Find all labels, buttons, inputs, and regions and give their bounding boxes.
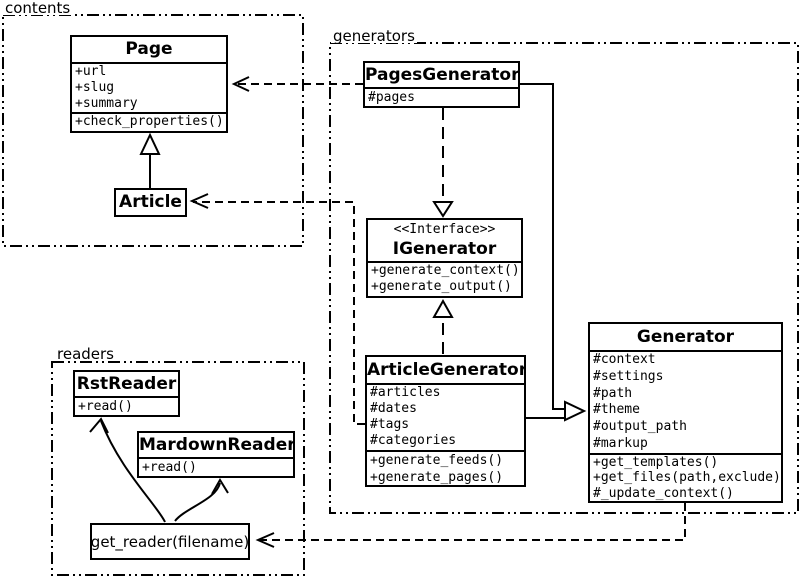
method-row: +read() bbox=[142, 460, 197, 475]
dependency-line-articlegenerator-article bbox=[193, 201, 365, 425]
methods-compartment: +generate_context() +generate_output() bbox=[368, 261, 521, 295]
methods-compartment: +generate_feeds() +generate_pages() bbox=[367, 450, 524, 485]
class-box-generator: Generator #context #settings #path #them… bbox=[588, 322, 783, 503]
methods-compartment: +read() bbox=[139, 457, 293, 476]
method-row: +generate_pages() bbox=[370, 470, 504, 485]
attribute-row: #path bbox=[593, 385, 633, 401]
method-row: +check_properties() bbox=[75, 114, 224, 129]
class-name-markdownreader: MardownReader bbox=[139, 435, 293, 455]
attribute-row: #articles bbox=[370, 385, 441, 400]
package-label-contents: contents bbox=[3, 0, 73, 17]
package-border-contents bbox=[2, 14, 304, 247]
class-name-rstreader: RstReader bbox=[76, 374, 177, 394]
triangle-at-generator bbox=[564, 400, 587, 422]
class-name-generator: Generator bbox=[636, 327, 735, 347]
arrowhead-into-page bbox=[231, 76, 250, 92]
attribute-row: #output_path bbox=[593, 419, 687, 435]
method-row: +get_files(path,exclude) bbox=[593, 470, 781, 486]
triangle-at-igenerator-bottom bbox=[432, 298, 454, 318]
class-box-article: Article bbox=[114, 188, 187, 217]
package-label-readers: readers bbox=[55, 345, 116, 363]
attribute-row: #dates bbox=[370, 401, 417, 416]
package-border-readers bbox=[51, 361, 305, 576]
triangle-at-igenerator-top bbox=[432, 201, 454, 218]
class-box-rstreader: RstReader +read() bbox=[73, 370, 180, 417]
attribute-row: #markup bbox=[593, 435, 648, 451]
arrowhead-into-article bbox=[189, 193, 209, 209]
arrowhead-into-rstreader bbox=[89, 417, 109, 434]
curved-arrow-getreader-rstreader bbox=[100, 420, 166, 523]
arrowhead-into-markdownreader bbox=[211, 478, 229, 495]
inheritance-line-pagesgenerator-generator bbox=[520, 83, 565, 410]
attribute-row: +summary bbox=[75, 96, 138, 111]
attribute-row: #context bbox=[593, 352, 656, 367]
attributes-compartment: #context #settings #path #theme #output_… bbox=[590, 350, 781, 453]
package-border-generators bbox=[329, 42, 799, 514]
attribute-row: +slug bbox=[75, 80, 115, 95]
class-name-page: Page bbox=[125, 39, 173, 59]
attributes-compartment: #pages bbox=[365, 87, 518, 106]
class-name-articlegenerator: ArticleGenerator bbox=[367, 360, 524, 380]
methods-compartment: +get_templates() +get_files(path,exclude… bbox=[590, 453, 781, 501]
method-row: +generate_output() bbox=[371, 279, 512, 294]
stereotype-label: <<Interface>> bbox=[393, 222, 496, 237]
method-row: +get_templates() bbox=[593, 455, 719, 470]
triangle-at-page bbox=[139, 132, 161, 155]
attributes-compartment: #articles #dates #tags #categories bbox=[367, 383, 524, 450]
attribute-row: +url bbox=[75, 64, 107, 79]
class-name-article: Article bbox=[119, 192, 182, 212]
class-name-pagesgenerator: PagesGenerator bbox=[365, 65, 518, 85]
function-box-getreader: get_reader(filename) bbox=[90, 523, 250, 560]
attributes-compartment: +url +slug +summary bbox=[72, 62, 226, 112]
class-box-markdownreader: MardownReader +read() bbox=[137, 431, 295, 478]
dependency-line-generator-getreader bbox=[259, 503, 686, 541]
methods-compartment: +read() bbox=[75, 396, 178, 415]
method-row: +generate_feeds() bbox=[370, 453, 504, 468]
function-label: get_reader(filename) bbox=[90, 532, 250, 551]
class-box-page: Page +url +slug +summary +check_properti… bbox=[70, 35, 228, 133]
methods-compartment: +check_properties() bbox=[72, 112, 226, 130]
attribute-row: #categories bbox=[370, 433, 457, 448]
method-row: +read() bbox=[78, 399, 133, 414]
package-label-generators: generators bbox=[331, 27, 417, 45]
method-row: #_update_context() bbox=[593, 485, 734, 501]
arrowhead-into-getreader bbox=[255, 532, 275, 548]
attribute-row: #pages bbox=[368, 90, 415, 105]
method-row: +generate_context() bbox=[371, 263, 520, 278]
curved-arrow-getreader-markdownreader bbox=[174, 482, 221, 522]
attribute-row: #theme bbox=[593, 402, 640, 418]
interface-header: <<Interface>> IGenerator bbox=[368, 220, 521, 261]
class-box-pagesgenerator: PagesGenerator #pages bbox=[363, 61, 520, 108]
class-name-igenerator: IGenerator bbox=[392, 239, 497, 259]
class-box-igenerator: <<Interface>> IGenerator +generate_conte… bbox=[366, 218, 523, 298]
class-box-articlegenerator: ArticleGenerator #articles #dates #tags … bbox=[365, 355, 526, 487]
attribute-row: #settings bbox=[593, 368, 664, 384]
attribute-row: #tags bbox=[370, 417, 410, 432]
